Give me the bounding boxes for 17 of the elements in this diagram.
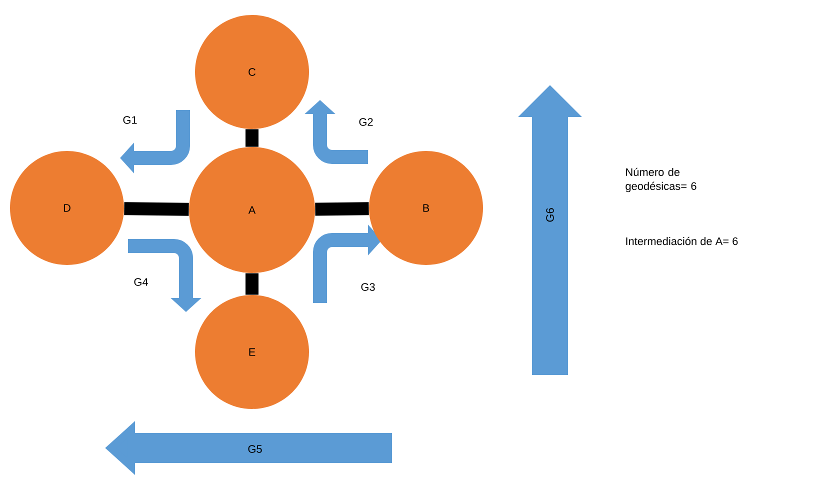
circle-node: B — [369, 151, 483, 265]
connector-line — [124, 202, 189, 216]
arrow-label: G1 — [123, 116, 137, 124]
circle-node: A — [189, 147, 315, 273]
arrow-label: G5 — [248, 445, 262, 453]
circle-node: C — [195, 15, 309, 129]
connector-line — [246, 129, 258, 147]
arrow-label: G3 — [361, 283, 375, 291]
arrow-label: G4 — [134, 278, 148, 286]
arrow-label: G2 — [359, 118, 373, 126]
connector-line — [246, 273, 258, 295]
circle-node: E — [195, 295, 309, 409]
arrow-label: G6 — [546, 208, 554, 222]
note-text: Intermediación de A= 6 — [626, 236, 738, 246]
note-text: Número de geodésicas= 6 — [626, 168, 696, 192]
connector-line — [315, 202, 369, 216]
circle-node: D — [10, 151, 124, 265]
